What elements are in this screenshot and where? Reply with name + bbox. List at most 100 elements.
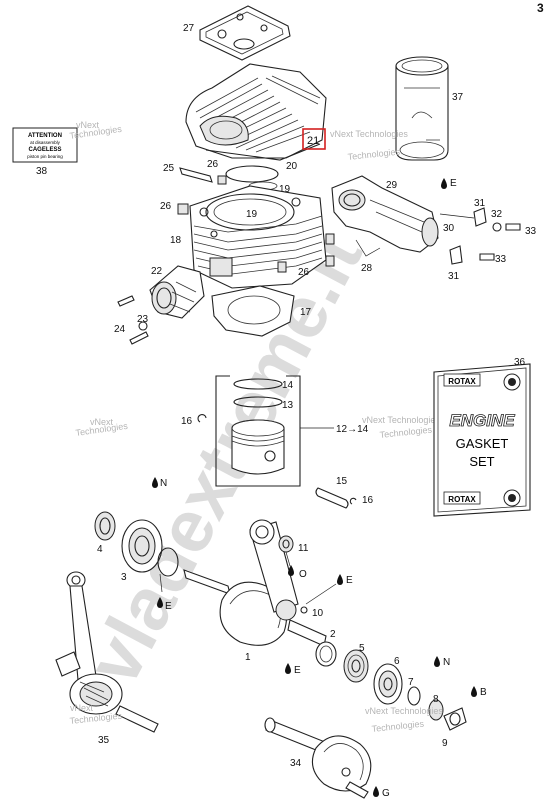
label-9: 9 [442, 738, 448, 749]
label-14: 14 [282, 380, 294, 391]
label38-line1: ATTENTION [28, 133, 62, 139]
lubricant-drop-icon [434, 656, 440, 667]
watermark-credit: Technologies [347, 146, 401, 161]
brand-emblem-icon [508, 494, 516, 502]
lubricant-label-N: N [160, 478, 167, 489]
label-5: 5 [359, 643, 365, 654]
cylinder-part [189, 185, 327, 289]
label-32: 32 [491, 209, 503, 220]
circlip-part [349, 497, 357, 505]
dowel-part [325, 233, 335, 245]
label-2: 2 [330, 629, 336, 640]
piston-ring-part [233, 378, 283, 390]
washer-part [138, 321, 148, 331]
oil-seal-part [428, 699, 444, 721]
label-19: 19 [246, 209, 258, 220]
label38-line4: piston pin bearing [27, 154, 63, 159]
head-cover-gasket-part [199, 5, 291, 61]
label-21: 21 [307, 135, 319, 147]
label-18: 18 [170, 235, 182, 246]
label-4: 4 [97, 544, 103, 555]
watermark-credit: vNext Technologies [362, 415, 440, 425]
lubricant-label-O: O [299, 569, 307, 580]
gasket-line2: GASKET [456, 436, 509, 451]
piston-part [231, 419, 285, 475]
screw-part [129, 331, 149, 345]
label-36: 36 [514, 357, 526, 368]
highlight-box-21 [302, 128, 326, 150]
label-34: 34 [290, 758, 302, 769]
watermark-credit: Technologies [371, 719, 425, 734]
balancer-shaft-part [264, 717, 372, 799]
cylinder-sleeve-part [395, 56, 449, 161]
label-26: 26 [298, 267, 310, 278]
watermark-credit: vNext Technologies [365, 706, 443, 716]
cylinder-head-part [185, 63, 327, 161]
circlip-part [197, 414, 207, 423]
screw-part [117, 295, 135, 307]
label-37: 37 [452, 92, 464, 103]
washer-part [492, 222, 502, 232]
exhaust-manifold-part [331, 175, 439, 253]
lubricant-drop-icon [152, 477, 158, 488]
label-30: 30 [443, 223, 455, 234]
woodruff-key-part [300, 606, 308, 614]
label-13: 13 [282, 400, 294, 411]
lubricant-label-E: E [294, 665, 301, 676]
crankshaft-part [183, 519, 327, 647]
piston-group-bracket [215, 375, 301, 487]
gasket-line1: ENGINE [449, 411, 515, 430]
lubricant-label-N: N [443, 657, 450, 668]
gasket-brand-top: ROTAX [448, 377, 476, 386]
lubricant-label-E: E [165, 601, 172, 612]
o-ring-part [225, 165, 279, 183]
ball-bearing-part [121, 519, 163, 573]
label-24: 24 [114, 324, 126, 335]
label38-line2: at disassembly [30, 140, 61, 145]
piston-pin-part [315, 487, 349, 509]
shim-part [407, 686, 421, 706]
gasket-line3: SET [469, 454, 494, 469]
label-27: 27 [183, 23, 195, 34]
lubricant-drop-icon [441, 178, 447, 189]
label-17: 17 [300, 307, 312, 318]
attention-label-card: ATTENTION at disassembly CAGELESS piston… [12, 127, 78, 163]
piston-ring-part [233, 396, 283, 408]
label-16: 16 [362, 495, 374, 506]
label-19: 19 [279, 184, 291, 195]
dowel-part [277, 261, 287, 273]
lubricant-drop-icon [373, 786, 379, 797]
label-38: 38 [36, 166, 48, 177]
label-23: 23 [137, 314, 149, 325]
label38-line3: CAGELESS [28, 147, 61, 153]
shim-ring-part [157, 547, 179, 577]
lubricant-label-E: E [346, 575, 353, 586]
sleeve-dowel-part [217, 175, 227, 185]
page-number: 3 [537, 1, 544, 15]
intake-socket-part [149, 265, 205, 319]
watermark-credit: Technologies [379, 425, 433, 440]
label-15: 15 [336, 476, 348, 487]
dowel-part [177, 203, 189, 215]
needle-bearing-part [278, 535, 294, 553]
lubricant-label-B: B [480, 687, 487, 698]
label-16: 16 [181, 416, 193, 427]
lubricant-drop-icon [157, 597, 163, 608]
label-8: 8 [433, 694, 439, 705]
crankshaft-gear-part [343, 649, 369, 683]
label-25: 25 [163, 163, 175, 174]
dowel-pin-part [179, 167, 213, 183]
label-31: 31 [474, 198, 486, 209]
watermark-credit: vNext [70, 703, 94, 713]
label-35: 35 [98, 735, 110, 746]
ball-bearing-part [373, 663, 403, 705]
cylinder-base-gasket-part [211, 285, 295, 337]
lubricant-label-G: G [382, 788, 390, 799]
lubricant-drop-icon [337, 574, 343, 585]
dowel-part [325, 255, 335, 267]
exhaust-gasket-part [421, 217, 439, 247]
collar-part [443, 707, 467, 731]
label-6: 6 [394, 656, 400, 667]
label-28: 28 [361, 263, 373, 274]
watermark-credit: vNext [76, 120, 100, 130]
